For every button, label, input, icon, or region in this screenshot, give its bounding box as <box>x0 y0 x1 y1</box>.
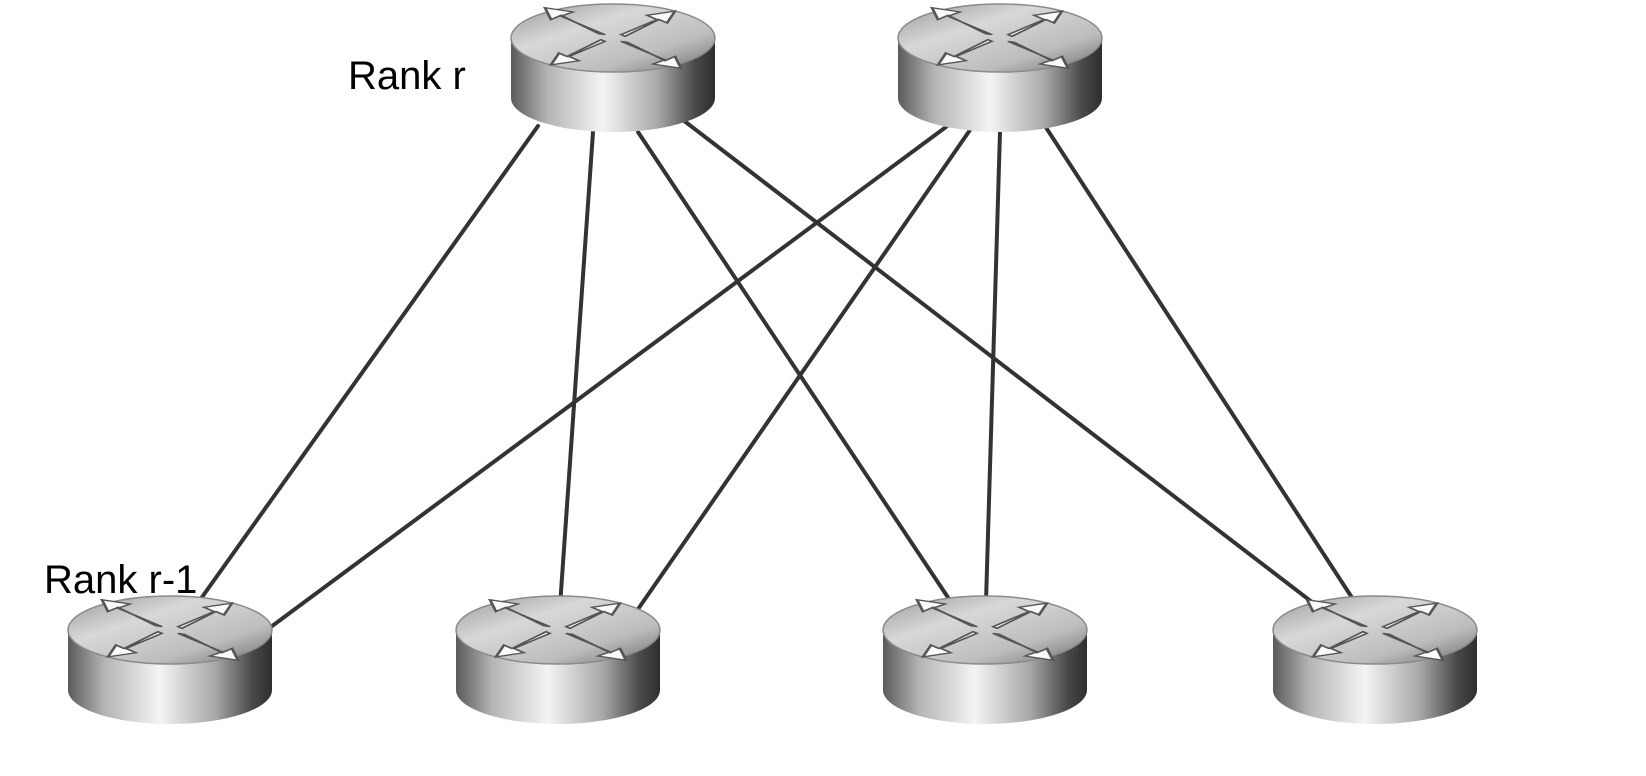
router-arrow <box>563 602 623 630</box>
bottom-router-4[interactable] <box>1272 595 1478 724</box>
router-arrow <box>1310 630 1370 658</box>
router-arrow <box>176 632 241 662</box>
rank-r-label: Rank r <box>348 54 466 98</box>
link-top-router-2-to-bottom-router-3 <box>983 130 1002 637</box>
router-arrow <box>914 598 979 628</box>
link-top-router-2-to-bottom-router-1 <box>258 122 952 637</box>
router-arrow <box>618 10 678 38</box>
router-top <box>882 595 1088 665</box>
router-arrow <box>1304 598 1369 628</box>
router-arrow <box>1005 10 1065 38</box>
link-top-router-1-to-bottom-router-2 <box>556 130 595 637</box>
router-arrow <box>542 6 607 36</box>
router-top <box>897 3 1103 73</box>
link-top-router-2-to-bottom-router-2 <box>616 128 972 640</box>
top-router-1[interactable] <box>510 3 716 132</box>
router-arrow <box>920 630 980 658</box>
link-top-router-2-to-bottom-router-4 <box>1043 124 1377 635</box>
router-top <box>510 3 716 73</box>
router-arrow <box>619 40 684 70</box>
router-icon <box>542 6 684 70</box>
router-arrow <box>1380 602 1440 630</box>
router-arrow <box>99 598 164 628</box>
router-icon <box>99 598 241 662</box>
router-icon <box>487 598 629 662</box>
router-arrow <box>991 632 1056 662</box>
router-arrow <box>564 632 629 662</box>
router-arrow <box>487 598 552 628</box>
bottom-router-1[interactable] <box>67 595 273 724</box>
router-icon <box>914 598 1056 662</box>
router-arrow <box>493 630 553 658</box>
router-icon <box>929 6 1071 70</box>
bottom-router-3[interactable] <box>882 595 1088 724</box>
nodes-layer <box>67 3 1478 724</box>
router-arrow <box>929 6 994 36</box>
router-arrow <box>175 602 235 630</box>
link-top-router-1-to-bottom-router-4 <box>681 118 1357 637</box>
router-arrow <box>1381 632 1446 662</box>
router-arrow <box>548 38 608 66</box>
router-top <box>1272 595 1478 665</box>
top-router-2[interactable] <box>897 3 1103 132</box>
bottom-router-2[interactable] <box>455 595 661 724</box>
router-arrow <box>935 38 995 66</box>
links-layer <box>173 118 1377 640</box>
router-arrow <box>990 602 1050 630</box>
rank-r-minus-1-label: Rank r-1 <box>44 558 198 602</box>
router-icon <box>1304 598 1446 662</box>
router-arrow <box>1006 40 1071 70</box>
link-top-router-1-to-bottom-router-3 <box>636 130 977 640</box>
router-top <box>67 595 273 665</box>
router-top <box>455 595 661 665</box>
link-top-router-1-to-bottom-router-1 <box>173 124 540 637</box>
router-arrow <box>105 630 165 658</box>
